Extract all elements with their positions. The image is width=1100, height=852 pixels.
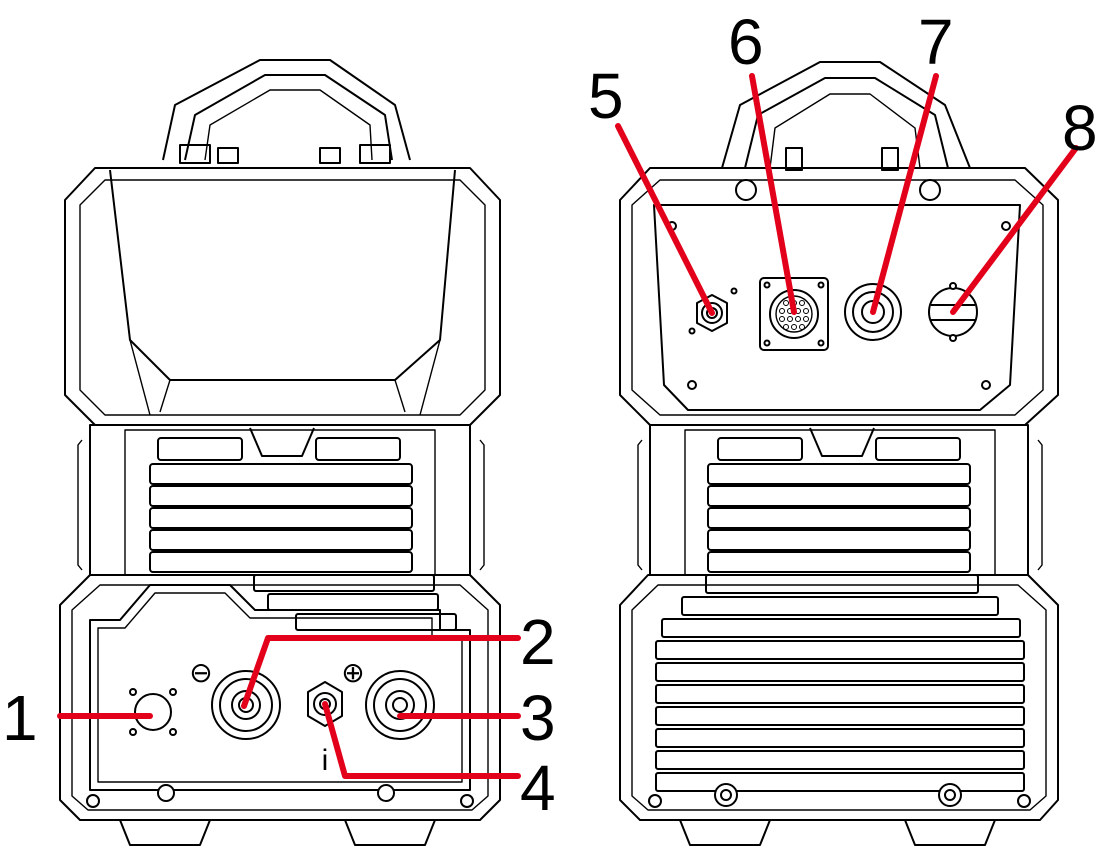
rear-lower-body xyxy=(619,574,1059,846)
front-handle xyxy=(162,59,411,164)
rear-gas-inlet xyxy=(688,287,738,335)
negative-symbol: ⊖ xyxy=(189,657,212,688)
callout-8: 8 xyxy=(1062,92,1098,164)
rear-handle xyxy=(721,61,971,171)
rear-view: 5 6 7 8 xyxy=(588,6,1098,846)
callout-3: 3 xyxy=(520,682,556,754)
rear-control-socket xyxy=(759,277,829,351)
front-positive-socket xyxy=(365,670,435,740)
front-view: ⊖ ⊕ i 1 2 3 4 xyxy=(2,59,556,846)
front-middle-body xyxy=(77,424,485,576)
callout-1: 1 xyxy=(2,682,38,754)
front-top-housing xyxy=(64,167,501,426)
leader-2 xyxy=(241,635,521,709)
leader-5 xyxy=(615,123,715,316)
callout-6: 6 xyxy=(728,6,764,78)
leader-7 xyxy=(870,73,939,315)
callout-2: 2 xyxy=(520,606,556,678)
rear-top-housing xyxy=(619,167,1059,426)
callout-5: 5 xyxy=(588,60,624,132)
front-remote-socket xyxy=(129,688,177,736)
info-symbol: i xyxy=(322,744,329,777)
callout-7: 7 xyxy=(918,6,954,78)
rear-fuse-holder xyxy=(928,282,978,342)
positive-symbol: ⊕ xyxy=(341,657,364,688)
leader-8 xyxy=(950,145,1079,315)
front-lower-body xyxy=(59,574,501,846)
leader-4 xyxy=(322,701,521,779)
callout-4: 4 xyxy=(520,752,556,824)
rear-middle-body xyxy=(637,424,1043,576)
leader-6 xyxy=(749,73,797,315)
